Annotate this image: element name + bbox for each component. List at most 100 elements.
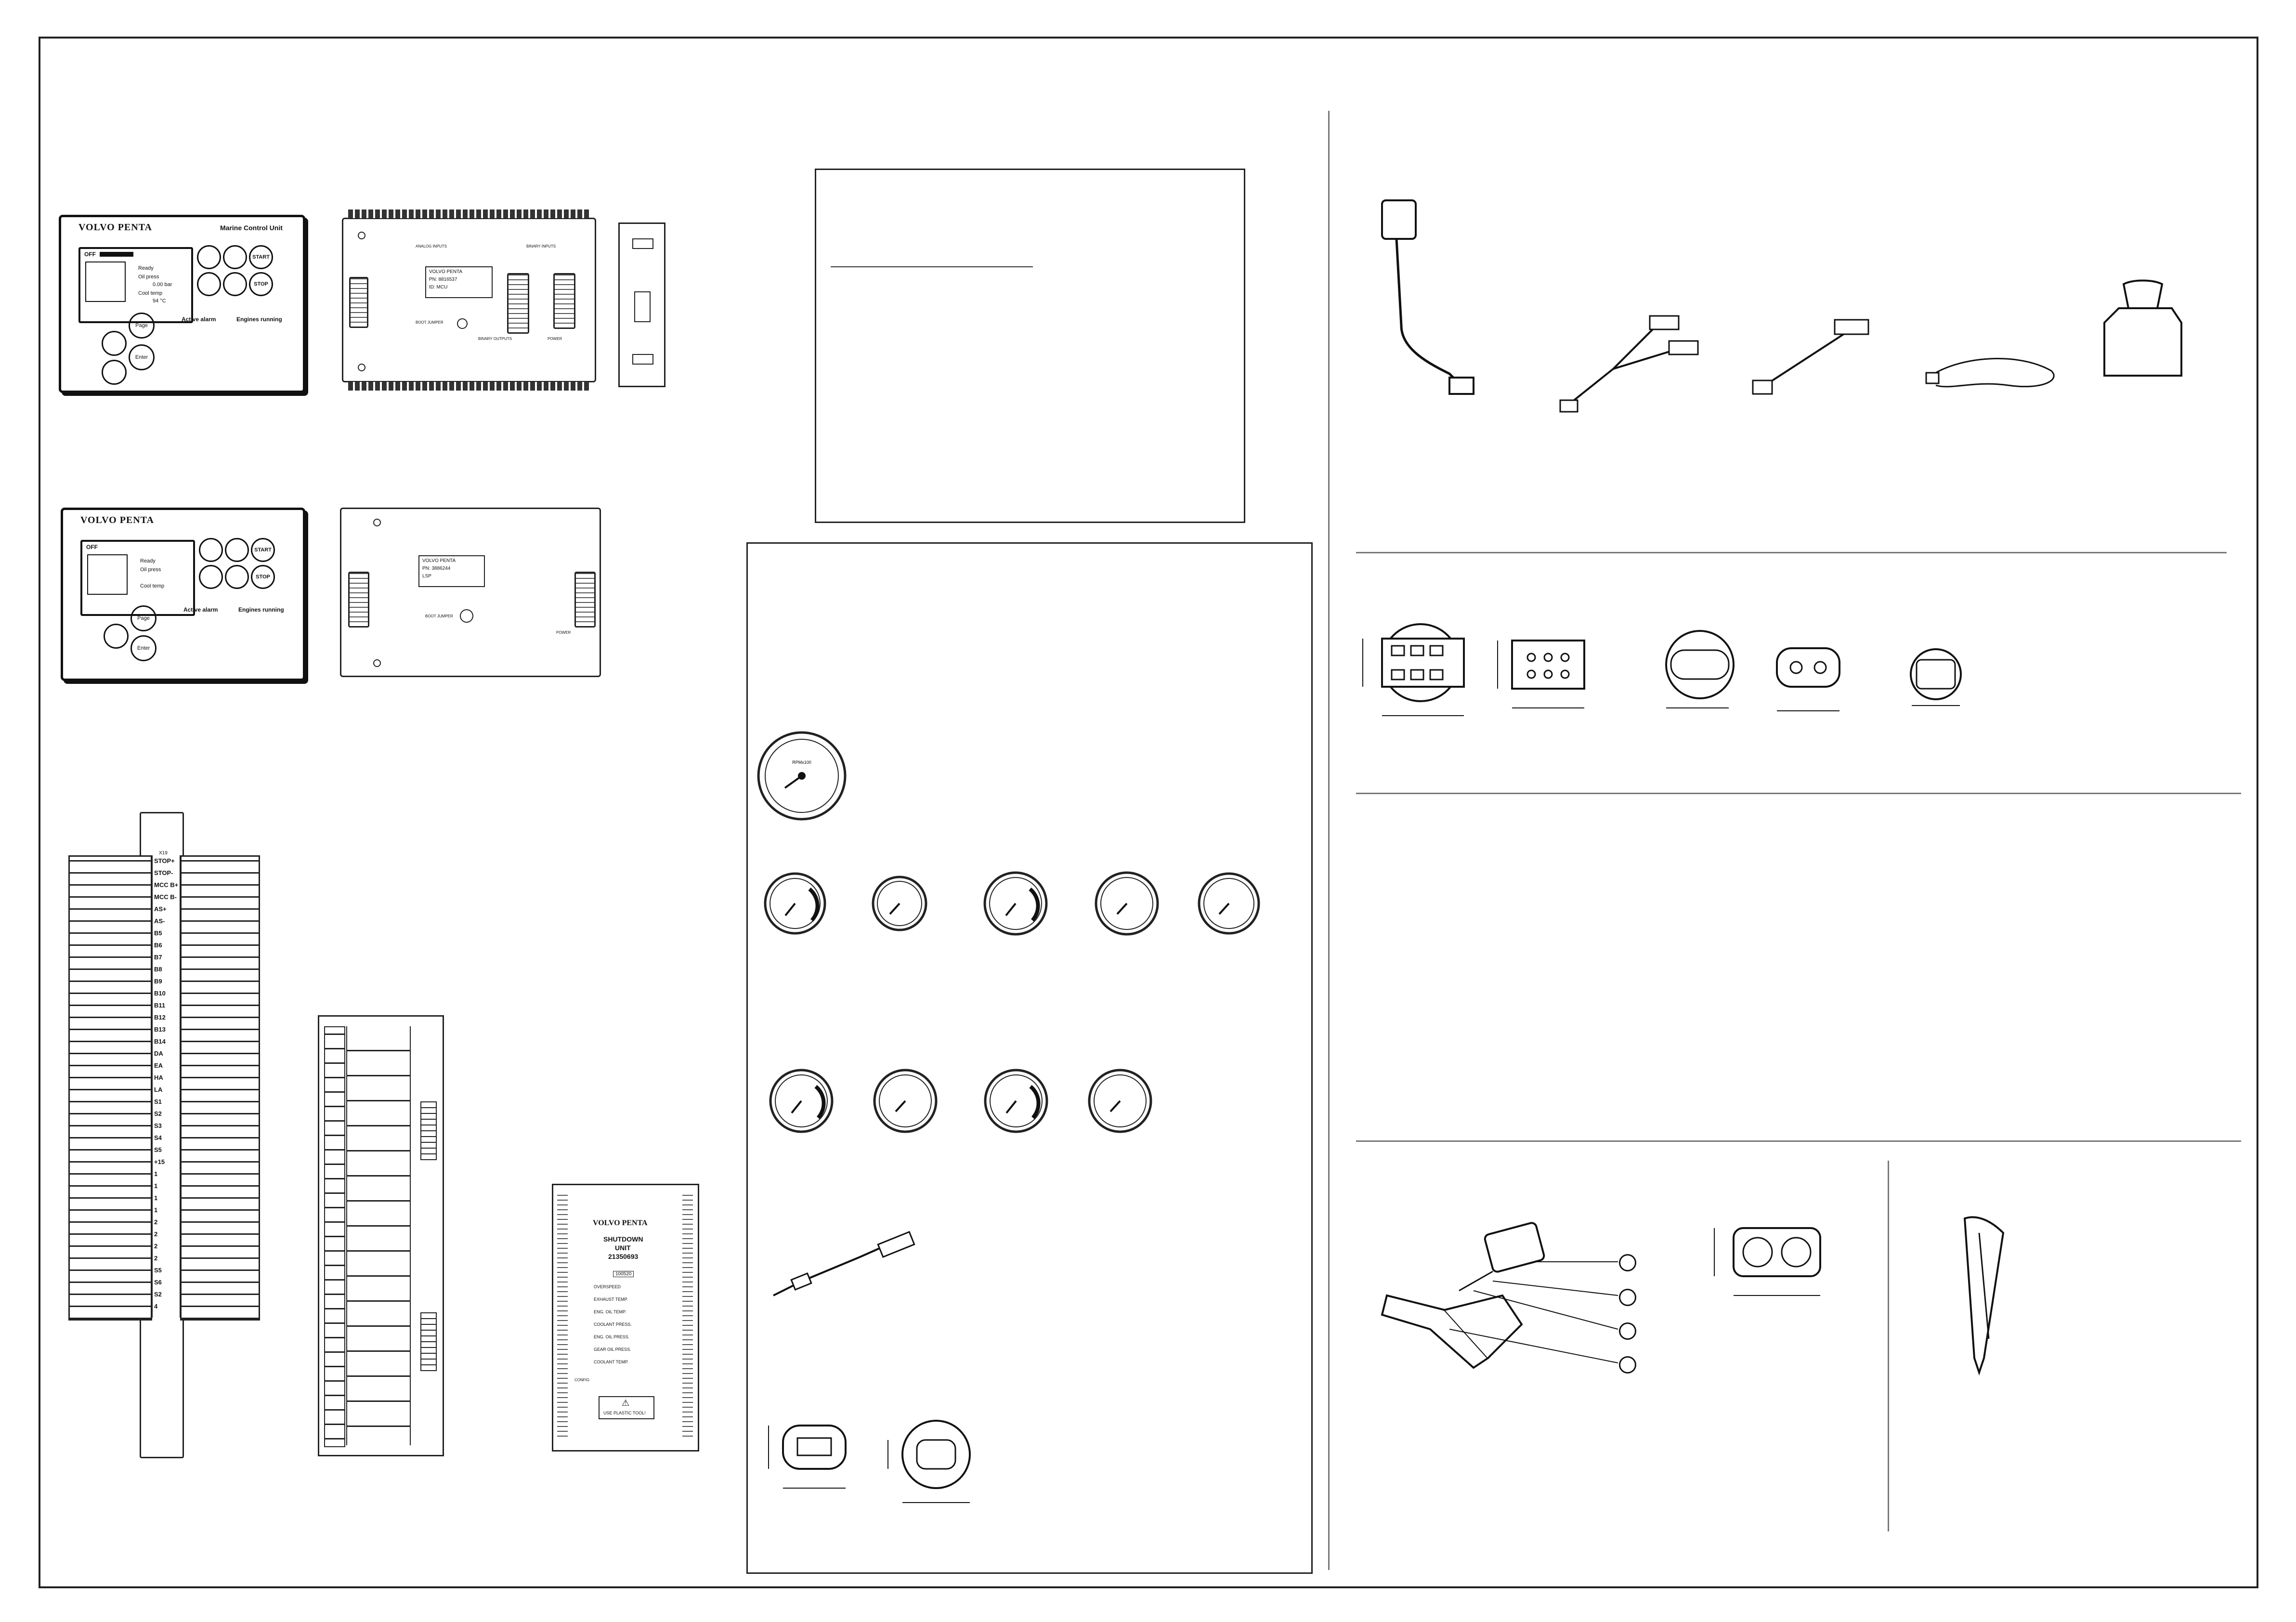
lcd2-mode: OFF: [86, 544, 98, 550]
ecu-small-pn: PN: 3886244: [422, 566, 451, 571]
cable-coil: [1925, 358, 2055, 388]
shutdown-row: OVERSPEED: [594, 1284, 621, 1289]
connector-detail: [1714, 1227, 1821, 1296]
terminal-label: B14: [154, 1038, 166, 1045]
terminal-label: B8: [154, 966, 162, 973]
terminal-label: 2: [154, 1255, 158, 1262]
separator-2: [1356, 793, 2241, 794]
lcd-mode: OFF: [84, 251, 96, 258]
relay-slots: [346, 1026, 411, 1445]
mcu2-stop-button[interactable]: STOP: [251, 565, 275, 589]
ecu-terminal-strip-top: [348, 209, 589, 218]
shutdown-right-terminals: [682, 1195, 693, 1440]
terminal-label: S2: [154, 1291, 162, 1298]
ecu-binary-outputs: BINARY OUTPUTS: [478, 337, 512, 341]
connector-front-1: [1362, 623, 1465, 716]
terminal-label: STOP+: [154, 857, 175, 864]
terminal-label: 2: [154, 1243, 158, 1250]
shutdown-plastic-tool: USE PLASTIC TOOL!: [603, 1411, 646, 1415]
relay-left-strip: [324, 1026, 345, 1447]
shutdown-pn: 21350693: [608, 1253, 639, 1260]
connector-front-4: [1776, 647, 1840, 711]
ecu-small: VOLVO PENTA PN: 3886244 LSP BOOT JUMPER …: [340, 508, 601, 677]
ecu-dsub-right: [553, 273, 575, 329]
mcu-down-button[interactable]: [102, 360, 127, 385]
note-box: [815, 169, 1245, 523]
ecu-boot-jumper: BOOT JUMPER: [416, 320, 444, 325]
mcu2-button-5[interactable]: [225, 565, 249, 589]
terminal-label: AS+: [154, 905, 167, 913]
terminal-label: 4: [154, 1303, 158, 1310]
side-connector-2: [634, 291, 651, 322]
mcu2-lcd: OFF Ready Oil press Cool temp: [80, 540, 195, 616]
callout-3: 3: [1619, 1322, 1636, 1340]
terminal-label: S4: [154, 1134, 162, 1141]
side-connector-1: [632, 238, 653, 249]
mcu2-start-button[interactable]: START: [251, 538, 275, 562]
ecu-main: ANALOG INPUTS BINARY INPUTS VOLVO PENTA …: [342, 209, 596, 391]
ecu-small-boot-jumper: BOOT JUMPER: [425, 614, 453, 618]
shutdown-row: EXHAUST TEMP.: [594, 1297, 628, 1302]
harness-2: [1559, 315, 1699, 413]
gauge-2-2: [873, 1069, 938, 1133]
connector-drawing-b: [887, 1420, 971, 1503]
mcu2-up-button[interactable]: [104, 624, 129, 649]
mcu-stop-button[interactable]: STOP: [249, 272, 273, 296]
mcu2-brand: VOLVO PENTA: [80, 515, 155, 525]
ecu-power: POWER: [548, 337, 562, 341]
harness-3: [1752, 319, 1869, 395]
shutdown-row: COOLANT PRESS.: [594, 1322, 632, 1327]
mcu-page-button[interactable]: Page: [129, 313, 155, 339]
crimp-tool-assembly: [1381, 1222, 1618, 1369]
lcd2-gauge: [87, 554, 128, 595]
terminal-label: S2: [154, 1110, 162, 1117]
mcu-enter-button[interactable]: Enter: [129, 344, 155, 370]
separator-3: [1356, 1140, 2241, 1142]
terminal-label: +15: [154, 1158, 165, 1165]
mcu-button-2[interactable]: [223, 245, 247, 269]
terminal-label: B9: [154, 978, 162, 985]
terminal-label: B11: [154, 1002, 166, 1009]
ecu-boot-jumper-icon: [457, 318, 468, 329]
mcu-start-button[interactable]: START: [249, 245, 273, 269]
removal-tool: [1963, 1216, 2005, 1376]
mcu-button-5[interactable]: [223, 272, 247, 296]
gauge-2-1: [769, 1069, 834, 1133]
shutdown-row: ENG. OIL TEMP.: [594, 1309, 626, 1314]
tacho-label: RPMx100: [792, 760, 811, 765]
terminal-label: S3: [154, 1122, 162, 1129]
mcu2-button-4[interactable]: [199, 565, 223, 589]
terminal-label: S5: [154, 1267, 162, 1274]
terminal-label: B10: [154, 990, 166, 997]
lcd-line-0: Ready: [138, 265, 154, 271]
rubber-cap: [2103, 279, 2182, 377]
terminal-label: 1: [154, 1194, 158, 1202]
shutdown-serial: 100520: [613, 1271, 634, 1277]
ecu-pn: PN: 8816537: [429, 277, 457, 282]
mcu-lcd: OFF Ready Oil press 0.00 bar Cool temp 9…: [78, 247, 193, 323]
mcu2-button-1[interactable]: [199, 538, 223, 562]
mcu2-engine-running: Engines running: [238, 606, 284, 613]
mcu-up-button[interactable]: [102, 331, 127, 356]
lcd2-line-3: Cool temp: [140, 583, 165, 589]
terminal-left-columns: [68, 855, 152, 1321]
mcu2-button-2[interactable]: [225, 538, 249, 562]
mcu-button-4[interactable]: [197, 272, 221, 296]
gauge-cable: [773, 1230, 915, 1296]
connector-front-5: [1910, 648, 1962, 706]
mcu2-active-alarm: Active alarm: [183, 606, 218, 613]
main-divider: [1328, 111, 1330, 1570]
ecu-small-dsub-left: [348, 572, 369, 628]
lcd-bar: [100, 252, 133, 257]
mcu-button-1[interactable]: [197, 245, 221, 269]
terminal-label: 2: [154, 1230, 158, 1238]
mcu2-enter-button[interactable]: Enter: [130, 635, 157, 661]
lcd-line-1: Oil press: [138, 274, 159, 280]
connector-front-2: [1497, 640, 1585, 708]
ecu-dsub-mid: [507, 273, 529, 334]
shutdown-warning-box: ⚠ USE PLASTIC TOOL!: [599, 1396, 654, 1419]
terminal-label: MCC B+: [154, 881, 179, 889]
ecu-screw-tl: [358, 232, 365, 239]
mcu2-page-button[interactable]: Page: [130, 605, 157, 631]
